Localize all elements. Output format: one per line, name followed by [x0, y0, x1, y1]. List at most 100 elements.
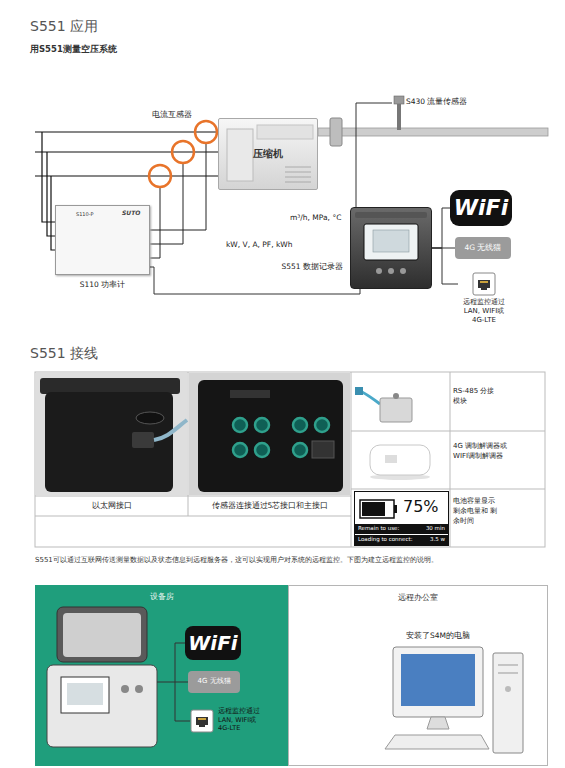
drive-slot: [498, 673, 518, 674]
case-rib: [230, 390, 270, 398]
rs485-photo: [355, 387, 412, 422]
port-cap: [136, 412, 164, 424]
wiring-frame: [35, 372, 545, 547]
node-label: 75%: [403, 497, 439, 516]
port-pins: [198, 718, 206, 720]
node-label: Loading to connect:: [358, 536, 413, 543]
battery-icon: [358, 496, 402, 522]
socket: [315, 418, 329, 432]
wifi-logo: WiFi: [185, 626, 241, 660]
vent: [285, 177, 311, 178]
node-label: 安装了S4M的电脑: [373, 631, 503, 640]
connector-photo: [189, 373, 350, 495]
case-lid: [40, 378, 180, 394]
ct-ring: [172, 141, 194, 163]
case-body: [45, 392, 173, 492]
frame-divider: [450, 372, 451, 547]
screen-frame: [61, 677, 109, 713]
node-label: 4G 无线猫: [455, 243, 511, 252]
frame-border: [35, 372, 545, 547]
socket: [233, 418, 247, 432]
battery-display: 75%Remain to use:30 minLoading to connec…: [354, 491, 449, 546]
modem-body: [370, 445, 430, 475]
frame-divider: [351, 431, 545, 432]
ct-wire: [150, 163, 183, 244]
monitor: [393, 647, 483, 717]
socket: [255, 443, 269, 457]
annotation-label: S551可以通过互联网传送测量数据以及状态信息到远程服务器，这可以实现用户对系统…: [35, 556, 550, 564]
frame-divider: [188, 372, 189, 516]
socket: [233, 443, 247, 457]
flow-sensor: S430 流量传感器: [392, 94, 487, 112]
battery-outline: [360, 500, 394, 518]
photo-bg: [36, 373, 187, 495]
monitor-screen: [401, 654, 475, 706]
node-label: WiFi: [450, 197, 512, 219]
link-bracket: [175, 643, 185, 644]
voltage-wire: [42, 132, 55, 222]
vents: [285, 167, 311, 182]
button: [376, 268, 382, 274]
node-label: 远程办公室: [289, 593, 547, 603]
monitor-stand: [427, 717, 449, 729]
data-logger: S551 数据记录器: [350, 207, 432, 289]
frame-divider: [351, 372, 352, 547]
air-pipe: [318, 96, 548, 146]
button: [400, 268, 406, 274]
logger-illustration: [35, 585, 288, 766]
equipment-room-panel: 设备房 WiFi 4G 无线猫远程监控通过 LAN, WIFI或 4G-LTE: [35, 585, 288, 766]
ct-ring: [149, 165, 171, 187]
port-frame: [473, 273, 495, 295]
phase-line: [35, 151, 218, 152]
annotation-label: 电池容量显示 剩余电量和 剩余时间: [453, 496, 501, 526]
annotation-label: m³/h, MPa, °C: [290, 213, 341, 222]
phase-line: [35, 175, 218, 176]
photo-bg: [189, 373, 350, 495]
socket: [255, 418, 269, 432]
filter: [330, 118, 342, 146]
lan-port-icon: [190, 709, 214, 733]
screen-frame: [364, 224, 418, 260]
frame-divider: [35, 516, 351, 517]
button: [121, 685, 129, 693]
ct-wire: [150, 187, 160, 258]
ct-wires: [150, 143, 206, 258]
drive-slot: [498, 665, 518, 666]
phase-line: [35, 131, 218, 132]
frame-divider: [35, 496, 351, 497]
panel: [257, 125, 313, 139]
lan-port: 远程监控通过 LAN, WIFI或 4G-LTE: [190, 705, 270, 749]
node-label: 3.5 w: [430, 536, 445, 543]
node-label: 设备房: [35, 592, 288, 602]
ct-ring: [195, 121, 217, 143]
modem-box: 4G 无线猫: [455, 237, 511, 259]
ct-wire: [150, 143, 206, 230]
office-computer: 安装了S4M的电脑: [373, 631, 533, 761]
open-lid: [57, 607, 147, 662]
module-box: [380, 398, 412, 422]
annotation-label: 4G 调制解调器或 WIFI调制解调器: [453, 441, 517, 461]
link-bracket: [157, 682, 175, 683]
lid-inside: [63, 613, 141, 657]
modem-photo: [370, 445, 430, 480]
cable: [362, 392, 380, 404]
page-title: S551 应用: [30, 18, 98, 35]
case-body: [47, 665, 157, 747]
case-body: [198, 380, 343, 492]
lan-port: 远程监控通过 LAN, WIFI或 4G-LTE: [458, 270, 510, 328]
annotation-label: SUTO: [122, 209, 140, 216]
socket: [293, 418, 307, 432]
link-bracket: [175, 721, 190, 722]
node-label: 4G 无线猫: [188, 677, 240, 685]
computer-illustration: [373, 645, 533, 761]
port-pins: [480, 281, 488, 283]
lid-rim: [355, 212, 427, 218]
annotation-label: RS-485 分接模块: [453, 386, 499, 406]
vent: [285, 182, 311, 183]
plug: [355, 387, 363, 395]
battery-fill: [362, 502, 385, 516]
tower: [493, 653, 523, 753]
connector-line: [356, 103, 392, 207]
node-label: 压缩机: [219, 148, 317, 160]
port-socket: [196, 717, 208, 727]
